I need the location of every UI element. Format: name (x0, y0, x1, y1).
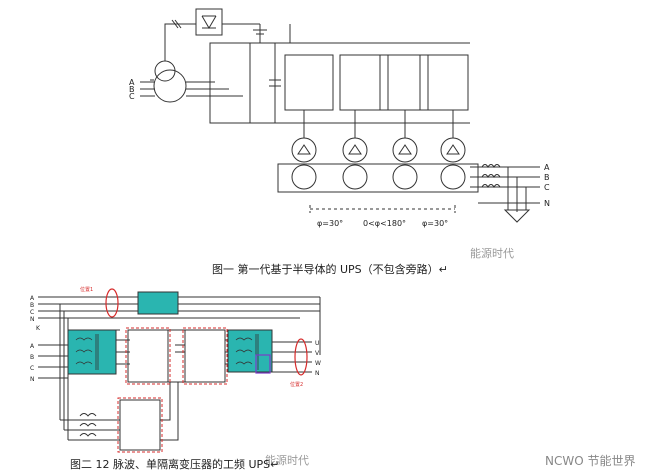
switch-k: K (36, 325, 41, 332)
source-input-a: A (129, 78, 135, 87)
figure1-diagram (140, 8, 540, 223)
output-v: V (315, 350, 320, 357)
input-a: A (30, 295, 35, 302)
input-n: N (30, 316, 35, 323)
input-lower-c: C (30, 365, 34, 372)
input-b: B (30, 302, 34, 309)
output-n2: N (315, 370, 320, 377)
position-1-marker (105, 288, 119, 318)
input-lower-a: A (30, 343, 35, 350)
inverter-bridge-4 (419, 54, 469, 111)
figure2-caption: 图二 12 脉波、单隔离变压器的工频 UPS↵ (70, 458, 280, 471)
tag-position-2: 位置2 (290, 381, 303, 388)
figure1-caption: 图一 第一代基于半导体的 UPS（不包含旁路）↵ (212, 263, 448, 276)
inverter-bridge-2 (339, 54, 389, 111)
corner-logo: NCWO 节能世界 (545, 454, 636, 468)
phase-label-1: φ=30° (317, 219, 343, 228)
input-lower-n: N (30, 376, 35, 383)
static-switch-box (137, 291, 179, 315)
output-c: C (544, 183, 550, 192)
tag-position-1: 位置1 (80, 286, 93, 293)
output-a: A (544, 163, 550, 172)
output-w: W (315, 360, 321, 367)
figure2-watermark: 能源时代 (265, 454, 309, 467)
generator-outer (153, 69, 187, 103)
thyristor-box (195, 8, 223, 36)
rectifier-bridge (209, 42, 251, 124)
output-n: N (544, 199, 550, 208)
figure2-diagram (38, 296, 321, 451)
output-bus-box (277, 163, 479, 193)
input-c: C (30, 309, 34, 316)
figure1-watermark: 能源时代 (470, 247, 514, 260)
phase-label-2: 0<φ<180° (363, 219, 406, 228)
output-transformer-box (227, 329, 273, 373)
output-b: B (544, 173, 550, 182)
source-input-b: B (129, 85, 135, 94)
source-input-c: C (129, 92, 135, 101)
phase-label-3: φ=30° (422, 219, 448, 228)
inverter-bridge-3 (379, 54, 429, 111)
position-2-marker (294, 338, 308, 376)
inverter-bridge-1 (284, 54, 334, 111)
output-u: U (315, 340, 319, 347)
input-lower-b: B (30, 354, 34, 361)
